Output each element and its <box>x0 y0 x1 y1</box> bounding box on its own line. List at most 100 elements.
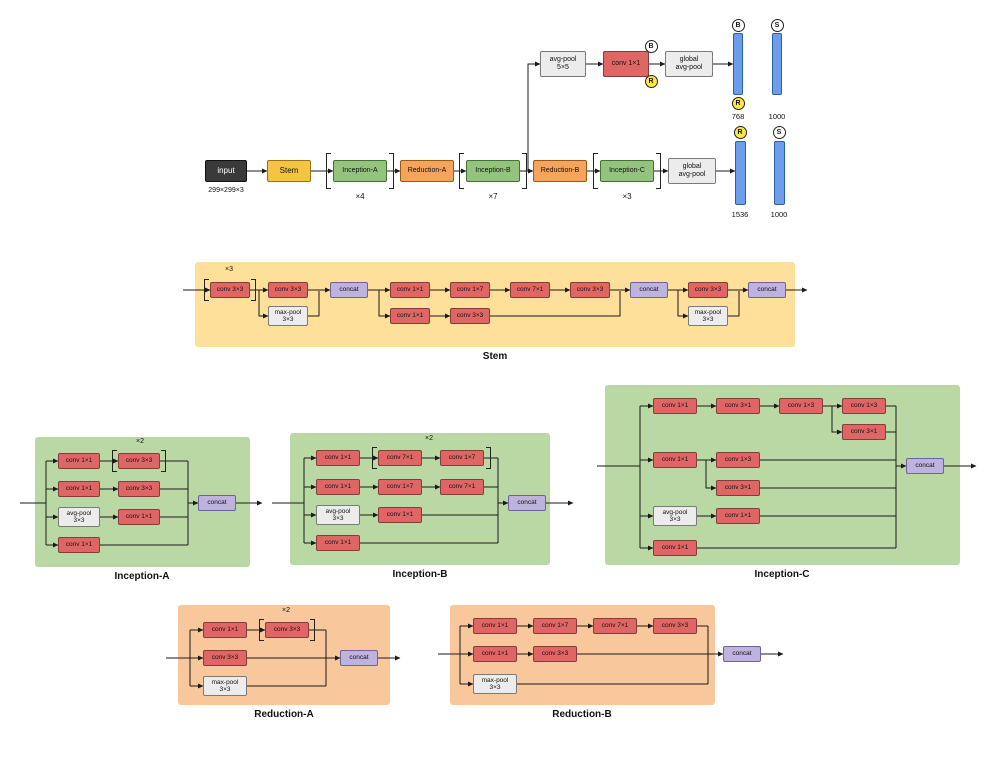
stem-maxpool-a: max-pool 3×3 <box>268 306 308 326</box>
ib-concat: concat <box>508 495 546 511</box>
ra-conv1x1: conv 1×1 <box>203 622 247 638</box>
ic-conv3x1-c: conv 3×1 <box>716 480 760 496</box>
ic-conv1x1-d: conv 1×1 <box>653 540 697 556</box>
ia-conv1x1-c: conv 1×1 <box>118 509 160 525</box>
ia-conv3x3-b: conv 3×3 <box>118 481 160 497</box>
repeat-bracket-left <box>204 279 209 301</box>
repeat-bracket-right <box>656 153 661 189</box>
pipeline-reduction-b: Reduction-B <box>533 160 587 182</box>
stem-conv1x7: conv 1×7 <box>450 282 490 298</box>
stem-maxpool-b: max-pool 3×3 <box>688 306 728 326</box>
main-width-1536: 1536 <box>731 210 749 219</box>
main-bar-1536 <box>735 141 746 205</box>
stem-conv3x3-c: conv 3×3 <box>570 282 610 298</box>
ra-conv3x3-b: conv 3×3 <box>203 650 247 666</box>
stem-conv3x3-e: conv 3×3 <box>688 282 728 298</box>
pipeline-stem: Stem <box>267 160 311 182</box>
pipeline-inception-a: Inception-A <box>333 160 387 182</box>
ic-conv3x1-a: conv 3×1 <box>716 398 760 414</box>
aux-conv-badge-r-badge: R <box>644 74 658 88</box>
repeat-bracket-right <box>522 153 527 189</box>
ib-conv1x1-b: conv 1×1 <box>316 479 360 495</box>
repeat-c: ×3 <box>622 192 632 201</box>
aux-conv-1x1: conv 1×1 <box>603 51 649 77</box>
ra-concat: concat <box>340 650 378 666</box>
stem-concat-a: concat <box>330 282 368 298</box>
main-width-1000: 1000 <box>770 210 788 219</box>
repeat-bracket-right <box>486 447 491 469</box>
stem-conv7x1: conv 7×1 <box>510 282 550 298</box>
aux-badge-b-badge: B <box>731 18 745 32</box>
pipeline-inception-c: Inception-C <box>600 160 654 182</box>
aux-width-768: 768 <box>731 112 745 121</box>
aux-bar-1000 <box>772 33 782 95</box>
ia-conv1x1-b: conv 1×1 <box>58 481 100 497</box>
reduction-b-title: Reduction-B <box>552 709 612 720</box>
ra-repeat: ×2 <box>282 607 290 614</box>
rb-conv1x1-b: conv 1×1 <box>473 646 517 662</box>
repeat-bracket-left <box>372 447 377 469</box>
rb-maxpool: max-pool 3×3 <box>473 674 517 694</box>
stem-conv3x3-d: conv 3×3 <box>450 308 490 324</box>
aux-avgpool-5x5: avg-pool 5×5 <box>540 51 586 77</box>
inception-c-title: Inception-C <box>754 569 810 580</box>
pipeline-inception-b: Inception-B <box>466 160 520 182</box>
repeat-b: ×7 <box>488 192 498 201</box>
ic-conv1x1-c: conv 1×1 <box>716 508 760 524</box>
rb-conv7x1: conv 7×1 <box>593 618 637 634</box>
repeat-bracket-left <box>593 153 598 189</box>
ib-avgpool: avg-pool 3×3 <box>316 505 360 525</box>
stem-concat-c: concat <box>748 282 786 298</box>
inception-a-title: Inception-A <box>114 571 170 582</box>
repeat-bracket-right <box>389 153 394 189</box>
stem-conv1x1-b: conv 1×1 <box>390 308 430 324</box>
ic-avgpool: avg-pool 3×3 <box>653 506 697 526</box>
stem-concat-b: concat <box>630 282 668 298</box>
ib-conv7x1-b: conv 7×1 <box>440 479 484 495</box>
ib-conv1x1-d: conv 1×1 <box>316 535 360 551</box>
pipeline-input: input <box>205 160 247 182</box>
repeat-bracket-left <box>326 153 331 189</box>
ia-repeat: ×2 <box>136 438 144 445</box>
ic-conv1x3-c: conv 1×3 <box>716 452 760 468</box>
inception-b-title: Inception-B <box>392 569 448 580</box>
repeat-bracket-left <box>459 153 464 189</box>
ra-maxpool: max-pool 3×3 <box>203 676 247 696</box>
rb-conv3x3-b: conv 3×3 <box>533 646 577 662</box>
reduction-a-title: Reduction-A <box>254 709 314 720</box>
repeat-a: ×4 <box>355 192 365 201</box>
main-bar-1000 <box>774 141 785 205</box>
ic-conv3x1-b: conv 3×1 <box>842 424 886 440</box>
ic-conv1x3-b: conv 1×3 <box>842 398 886 414</box>
aux-width-1000: 1000 <box>768 112 786 121</box>
stem-repeat: ×3 <box>225 266 233 273</box>
main-badge-r-badge: R <box>733 125 747 139</box>
stem-title: Stem <box>482 351 508 362</box>
repeat-bracket-right <box>310 619 315 641</box>
ia-conv1x1-a: conv 1×1 <box>58 453 100 469</box>
stem-conv1x1-a: conv 1×1 <box>390 282 430 298</box>
rb-conv1x7: conv 1×7 <box>533 618 577 634</box>
ib-conv1x1-c: conv 1×1 <box>378 507 422 523</box>
ib-repeat: ×2 <box>425 435 433 442</box>
repeat-bracket-left <box>112 450 117 472</box>
ia-conv1x1-d: conv 1×1 <box>58 537 100 553</box>
inception-c-panel <box>605 385 960 565</box>
ic-conv1x1-a: conv 1×1 <box>653 398 697 414</box>
ib-conv1x7-b: conv 1×7 <box>378 479 422 495</box>
stem-conv3x3-a: conv 3×3 <box>210 282 250 298</box>
aux-conv-badge-b-badge: B <box>644 39 658 53</box>
ia-concat: concat <box>198 495 236 511</box>
pipeline-global-avgpool: global avg-pool <box>668 158 716 184</box>
ib-conv7x1-a: conv 7×1 <box>378 450 422 466</box>
repeat-bracket-right <box>161 450 166 472</box>
stem-conv3x3-b: conv 3×3 <box>268 282 308 298</box>
repeat-bracket-right <box>251 279 256 301</box>
ra-conv3x3-a: conv 3×3 <box>265 622 309 638</box>
ic-concat: concat <box>906 458 944 474</box>
repeat-bracket-left <box>259 619 264 641</box>
input-size: 299×299×3 <box>208 187 244 194</box>
ia-avgpool: avg-pool 3×3 <box>58 507 100 527</box>
aux-badge-s-badge: S <box>770 18 784 32</box>
